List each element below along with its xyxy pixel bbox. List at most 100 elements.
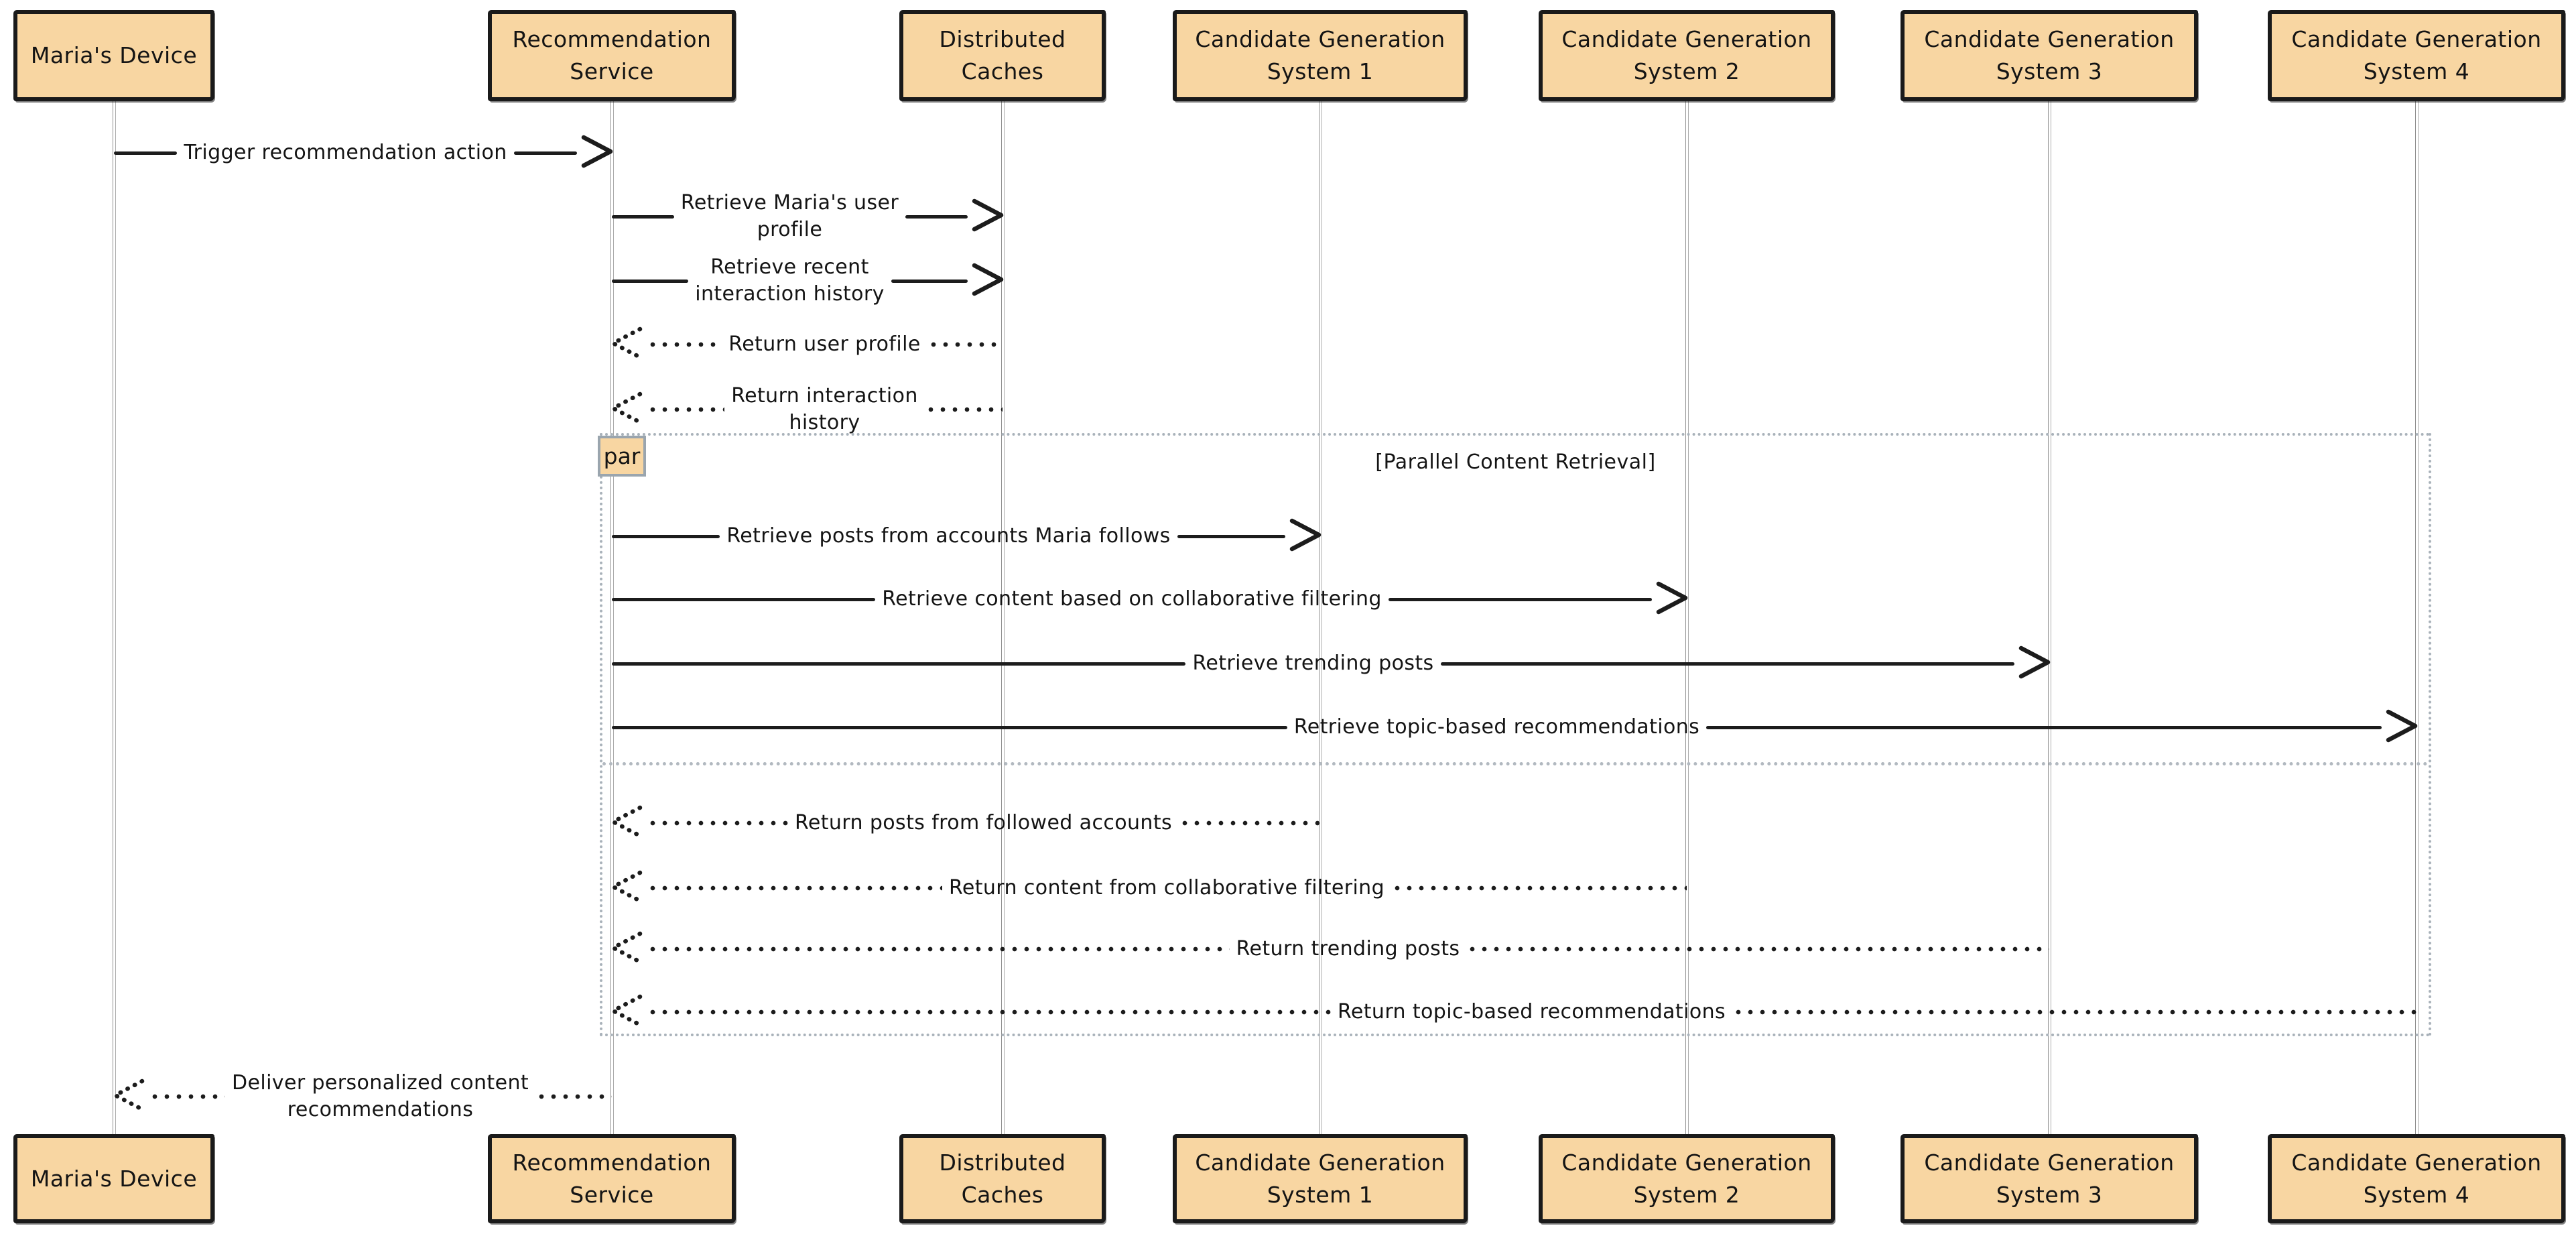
lifeline-cgs1: [1318, 101, 1322, 1135]
message-label: Return topic-based recommendations: [1338, 1000, 1726, 1024]
message-10: Return posts from followed accounts: [610, 786, 1320, 860]
message-label: Retrieve trending posts: [1192, 652, 1434, 676]
par-frame: [Parallel Content Retrieval]: [600, 433, 2431, 1036]
message-line: [1388, 597, 1652, 601]
message-3: Retrieve recent interaction history: [612, 244, 1005, 318]
participant-bottom-maria: Maria's Device: [13, 1134, 214, 1223]
message-line: [924, 407, 1003, 412]
message-14: Deliver personalized content recommendat…: [112, 1060, 613, 1133]
arrowhead-left-icon: [610, 931, 643, 965]
message-6: Retrieve posts from accounts Maria follo…: [612, 499, 1322, 573]
participant-top-maria: Maria's Device: [13, 10, 214, 101]
message-line: [905, 214, 968, 219]
message-line: [1706, 725, 2382, 729]
lifeline-cgs4: [2414, 101, 2419, 1135]
arrowhead-right: [2385, 708, 2419, 747]
message-label: Return interaction history: [731, 384, 918, 434]
arrowhead-left-icon: [113, 1078, 145, 1112]
message-line: [647, 885, 942, 891]
participant-top-cgs1: Candidate Generation System 1: [1173, 10, 1468, 101]
message-8: Retrieve trending posts: [612, 627, 2051, 700]
arrowhead-right: [1289, 517, 1322, 556]
message-9: Retrieve topic-based recommendations: [612, 690, 2419, 764]
participant-bottom-cgs3: Candidate Generation System 3: [1901, 1134, 2198, 1223]
arrowhead-right: [971, 197, 1005, 236]
message-2: Retrieve Maria's user profile: [612, 180, 1005, 253]
arrowhead-right: [971, 261, 1005, 300]
message-line: [647, 946, 1230, 952]
message-label: Retrieve Maria's user profile: [680, 191, 899, 241]
participant-bottom-rec: Recommendation Service: [488, 1134, 736, 1223]
message-12: Return trending posts: [610, 912, 2050, 986]
message-label: Return content from collaborative filter…: [948, 876, 1385, 900]
participant-top-cgs3: Candidate Generation System 3: [1901, 10, 2198, 101]
par-condition-label: [Parallel Content Retrieval]: [1375, 450, 1656, 474]
message-label: Return trending posts: [1236, 937, 1460, 961]
message-4: Return user profile: [610, 308, 1003, 381]
arrowhead-left: [610, 869, 643, 908]
arrowhead-right-icon: [2018, 645, 2051, 679]
message-line: [149, 1094, 225, 1099]
arrowhead-left-icon: [610, 805, 643, 839]
message-label: Retrieve content based on collaborative …: [882, 587, 1382, 611]
message-line: [114, 151, 178, 155]
arrowhead-left: [610, 930, 643, 969]
arrowhead-left: [610, 390, 643, 429]
participant-top-rec: Recommendation Service: [488, 10, 736, 101]
arrowhead-left-icon: [610, 994, 643, 1028]
message-line: [647, 820, 788, 826]
participant-bottom-cache: Distributed Caches: [899, 1134, 1106, 1223]
arrowhead-left-icon: [610, 391, 643, 425]
participant-top-cache: Distributed Caches: [899, 10, 1106, 101]
message-line: [927, 342, 1003, 347]
par-label: par: [598, 436, 646, 477]
message-line: [1440, 662, 2014, 666]
lifeline-cgs2: [1685, 101, 1689, 1135]
message-line: [647, 342, 722, 347]
message-label: Retrieve recent interaction history: [695, 255, 885, 306]
par-divider: [602, 762, 2429, 765]
arrowhead-right-icon: [581, 135, 613, 168]
message-11: Return content from collaborative filter…: [610, 851, 1687, 925]
lifeline-cache: [1001, 101, 1005, 1135]
participant-top-cgs4: Candidate Generation System 4: [2268, 10, 2565, 101]
message-line: [647, 407, 725, 412]
message-line: [612, 534, 720, 538]
message-7: Retrieve content based on collaborative …: [612, 562, 1689, 636]
arrowhead-left: [112, 1077, 145, 1116]
message-line: [1177, 534, 1285, 538]
message-line: [612, 597, 876, 601]
arrowhead-right-icon: [1656, 581, 1688, 615]
message-line: [612, 662, 1186, 666]
arrowhead-left: [610, 325, 643, 364]
message-line: [612, 725, 1287, 729]
message-line: [535, 1094, 613, 1099]
participant-top-cgs2: Candidate Generation System 2: [1539, 10, 1835, 101]
arrowhead-left: [610, 993, 643, 1032]
arrowhead-left: [610, 804, 643, 843]
message-line: [1179, 820, 1320, 826]
message-label: Return user profile: [728, 332, 921, 357]
message-label: Trigger recommendation action: [184, 141, 507, 165]
participant-bottom-cgs1: Candidate Generation System 1: [1173, 1134, 1468, 1223]
message-line: [612, 279, 689, 283]
arrowhead-right: [580, 133, 614, 172]
arrowhead-right: [1655, 580, 1689, 619]
message-line: [1732, 1009, 2417, 1015]
lifeline-rec: [610, 101, 614, 1135]
participant-bottom-cgs2: Candidate Generation System 2: [1539, 1134, 1835, 1223]
message-5: Return interaction history: [610, 373, 1003, 446]
arrowhead-left-icon: [610, 326, 643, 360]
arrowhead-right-icon: [972, 263, 1004, 296]
message-label: Return posts from followed accounts: [794, 811, 1173, 835]
message-13: Return topic-based recommendations: [610, 975, 2417, 1049]
arrowhead-right: [2018, 644, 2051, 683]
arrowhead-left-icon: [610, 870, 643, 904]
message-line: [1466, 946, 2050, 952]
arrowhead-right-icon: [972, 198, 1004, 232]
message-line: [1391, 885, 1687, 891]
lifeline-cgs3: [2047, 101, 2051, 1135]
message-label: Retrieve topic-based recommendations: [1293, 715, 1700, 739]
participant-bottom-cgs4: Candidate Generation System 4: [2268, 1134, 2565, 1223]
